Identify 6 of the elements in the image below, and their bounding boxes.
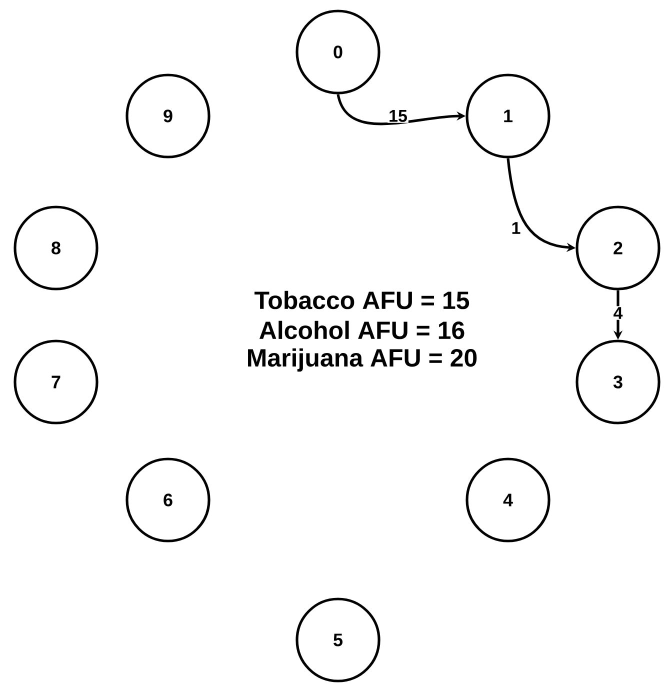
summary-text: Tobacco AFU = 15 (254, 290, 470, 310)
edge-label: 1 (510, 221, 522, 235)
summary-text: Marijuana AFU = 20 (248, 348, 477, 372)
edge-label: 4 (612, 306, 624, 320)
summary-text: Alcohol AFU = 16 (259, 320, 464, 340)
edge-label: 15 (388, 109, 408, 123)
